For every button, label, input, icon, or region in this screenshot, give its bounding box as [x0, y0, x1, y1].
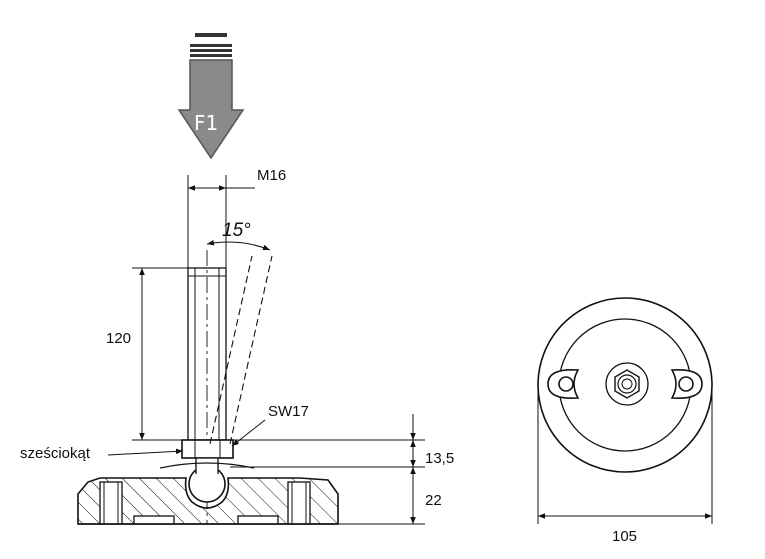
side-dimensions [107, 175, 425, 525]
hexagon-label: sześciokąt [20, 445, 91, 462]
length-label: 120 [106, 330, 131, 347]
wrench-label: SW17 [268, 403, 309, 420]
thread-label: M16 [257, 167, 286, 184]
hex-height-label: 13,5 [425, 450, 454, 467]
top-view [537, 297, 713, 473]
side-view [77, 250, 339, 525]
force-label: F1 [194, 111, 218, 135]
base-height-label: 22 [425, 492, 442, 509]
force-arrow: F1 [177, 33, 245, 160]
top-dimensions [537, 385, 713, 524]
angle-label: 15° [222, 220, 251, 241]
diameter-label: 105 [612, 528, 637, 545]
